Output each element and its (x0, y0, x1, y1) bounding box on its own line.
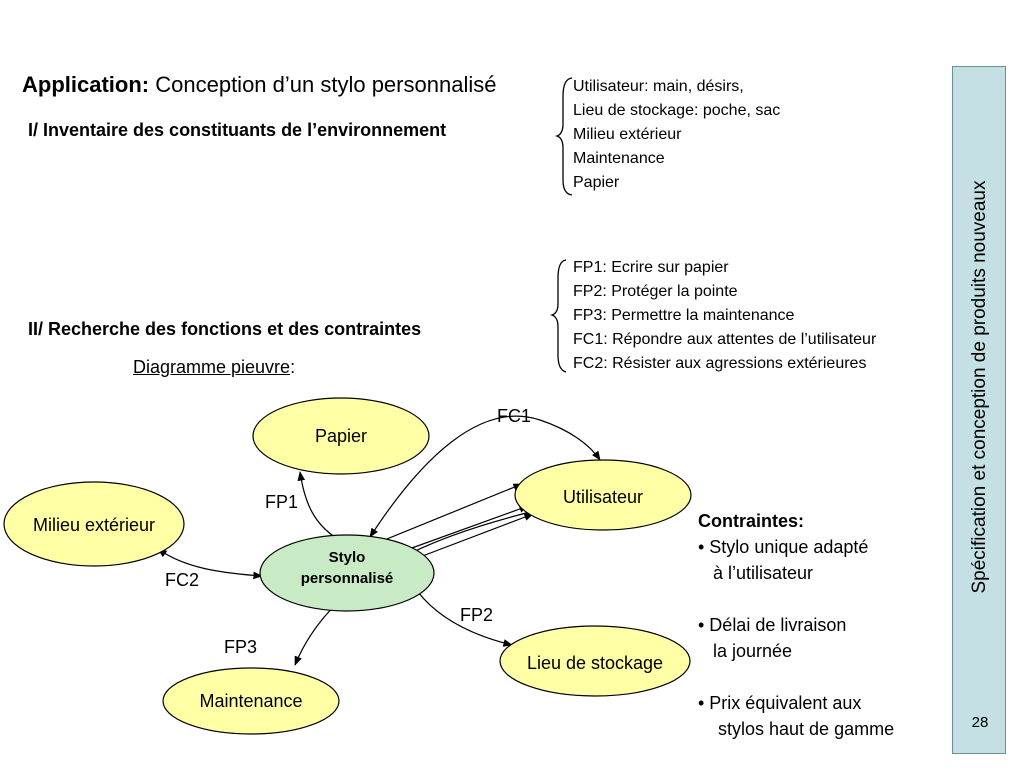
constraint-line: à l’utilisateur (698, 563, 814, 583)
edge-to-utilisateur-2 (397, 505, 529, 554)
diagram-title: Diagramme pieuvre: (133, 357, 295, 378)
list-item: FC1: Répondre aux attentes de l’utilisat… (573, 331, 877, 348)
edge-to-utilisateur-3 (411, 513, 534, 561)
diagram-title-text: Diagramme pieuvre (133, 357, 291, 377)
edge-fp2 (417, 591, 513, 647)
list-item: FC2: Résister aux agressions extérieures (573, 355, 867, 372)
node-lieu (499, 625, 691, 697)
node-utilisateur (514, 459, 692, 531)
application-line: Application: Conception d’un stylo perso… (22, 72, 496, 98)
list-item: Maintenance (573, 150, 665, 167)
constraint-line (698, 664, 894, 690)
constraint-line: • Stylo unique adapté (698, 537, 869, 557)
section1-title: I/ Inventaire des constituants de l’envi… (28, 120, 447, 140)
node-center (259, 534, 435, 612)
edge-to-utilisateur-1 (371, 483, 523, 546)
list-item: Utilisateur: main, désirs, (573, 78, 744, 95)
functions-list: FP1: Ecrire sur papier FP2: Protéger la … (573, 256, 876, 376)
page-number: 28 (971, 714, 989, 731)
node-papier (252, 397, 430, 475)
constraint-line: • Prix équivalent aux (698, 693, 862, 713)
node-maintenance-label: Maintenance (199, 691, 303, 711)
node-lieu-label: Lieu de stockage (526, 653, 664, 673)
list-item: FP1: Ecrire sur papier (573, 259, 729, 276)
sidebar-title: Spécification et conception de produits … (969, 180, 990, 594)
center-line2: personnalisé (300, 570, 394, 587)
constraint-line: • Délai de livraison (698, 615, 847, 635)
edge-label-fc1: FC1 (497, 406, 532, 426)
node-papier-label: Papier (314, 426, 368, 446)
application-text: Conception d’un stylo personnalisé (155, 72, 497, 97)
edge-fc2 (157, 548, 263, 580)
constraint-line: stylos haut de gamme (698, 719, 895, 739)
constraints-title: Contraintes: (698, 511, 805, 531)
list-item: FP2: Protéger la pointe (573, 283, 738, 300)
edge-label-fp2: FP2 (460, 605, 494, 625)
application-label: Application: (22, 72, 150, 97)
brace-functions (549, 259, 567, 373)
diagram-title-suffix: : (290, 357, 296, 377)
list-item: FP3: Permettre la maintenance (573, 307, 795, 324)
center-line1: Stylo (328, 549, 366, 566)
sidebar: Spécification et conception de produits … (952, 66, 1006, 754)
node-milieu (3, 481, 185, 567)
edge-label-fp1: FP1 (265, 492, 299, 512)
edge-label-fp3: FP3 (224, 637, 258, 657)
edge-label-fc2: FC2 (165, 570, 200, 590)
list-item: Milieu extérieur (573, 126, 682, 143)
section2-title: II/ Recherche des fonctions et des contr… (28, 319, 422, 339)
node-milieu-label: Milieu extérieur (32, 515, 156, 535)
list-item: Lieu de stockage: poche, sac (573, 102, 781, 119)
node-center-label: Stylo personnalisé (277, 547, 417, 589)
environment-list: Utilisateur: main, désirs, Lieu de stock… (573, 75, 780, 195)
node-maintenance (162, 667, 340, 735)
constraint-line (698, 586, 894, 612)
node-utilisateur-label: Utilisateur (562, 487, 644, 507)
constraints-block: Contraintes: • Stylo unique adapté à l’u… (698, 508, 894, 742)
constraint-line: la journée (698, 641, 793, 661)
list-item: Papier (573, 174, 620, 191)
edge-fc1 (369, 415, 601, 538)
brace-environment (554, 77, 573, 196)
